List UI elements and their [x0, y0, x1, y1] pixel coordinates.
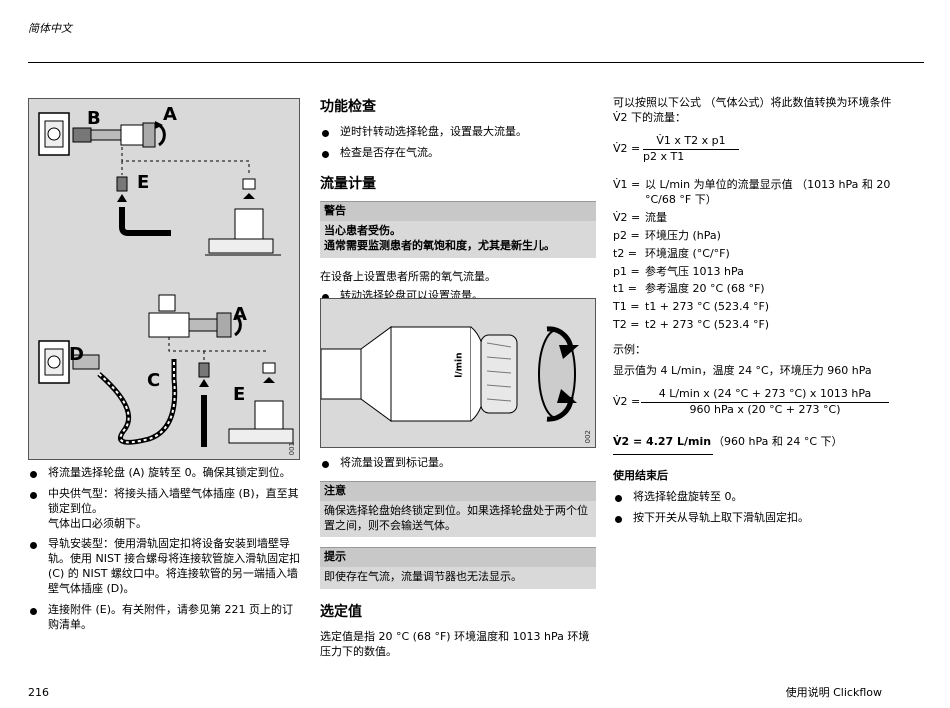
end-of-use-heading: 使用结束后	[613, 469, 668, 483]
legend-row: V̇2 =流量	[613, 211, 667, 225]
installation-illustration	[38, 112, 294, 447]
label-d: D	[69, 344, 84, 365]
manual-title: 使用说明 Clickflow	[785, 686, 882, 699]
example-denominator: 960 hPa x (20 °C + 273 °C)	[689, 402, 841, 416]
setup-step-3: 导轨安装型：使用滑轨固定扣将设备安装到墙壁导轨。使用 NIST 接合螺母将连接软…	[28, 537, 304, 596]
setup-column: 将流量选择轮盘 (A) 旋转至 0。确保其锁定到位。 中央供气型：将接头插入墙壁…	[28, 466, 304, 638]
legend-row: T1 =t1 + 273 °C (523.4 °F)	[613, 300, 770, 314]
label-c: C	[147, 370, 161, 391]
example-title: 示例：	[613, 342, 646, 356]
label-e-bottom: E	[233, 384, 246, 405]
label-a-top: A	[163, 104, 177, 125]
legend-row: p2 =环境压力 (hPa)	[613, 228, 721, 242]
tip-box: 提示 即使存在气流，流量调节器也无法显示。	[320, 547, 596, 590]
example-formula: V̇2 = 4 L/min x (24 °C + 273 °C) x 1013 …	[613, 387, 893, 418]
setup-step-1: 将流量选择轮盘 (A) 旋转至 0。确保其锁定到位。	[28, 466, 304, 481]
legend-row: T2 =t2 + 273 °C (523.4 °F)	[613, 318, 770, 332]
setup-step-4: 连接附件 (E)。有关附件，请参见第 221 页上的订购清单。	[28, 603, 304, 633]
label-b: B	[87, 108, 101, 129]
legend-row: t1 =参考温度 20 °C (68 °F)	[613, 282, 765, 296]
formula-intro: 可以按照以下公式 （气体公式）将此数值转换为环境条件 V̇2 下的流量：	[613, 96, 892, 124]
function-check-heading: 功能检查	[320, 99, 376, 115]
tip-title: 提示	[320, 548, 596, 568]
header-rule	[28, 62, 924, 63]
warning-line-2: 通常需要监测患者的氧饱和度，尤其是新生儿。	[324, 239, 555, 253]
gas-formula: V̇2 = V̇1 x T2 x p1 p2 x T1	[613, 134, 893, 165]
formula-lhs: V̇2 =	[613, 141, 641, 155]
tip-body: 即使存在气流，流量调节器也无法显示。	[324, 570, 522, 584]
formula-numerator: V̇1 x T2 x p1	[656, 133, 726, 147]
example-numerator: 4 L/min x (24 °C + 273 °C) x 1013 hPa	[658, 386, 872, 400]
settings-column: 将流量设置到标记量。 注意 确保选择轮盘始终锁定到位。如果选择轮盘处于两个位置之…	[320, 456, 596, 660]
function-check-item-2: 检查是否存在气流。	[320, 146, 596, 161]
function-column: 功能检查 逆时针转动选择轮盘，设置最大流量。 检查是否存在气流。 流量计量 警告…	[320, 98, 596, 310]
warning-line-1: 当心患者受伤。	[324, 224, 401, 238]
figure-code: 001	[287, 441, 296, 455]
label-a-mid: A	[233, 304, 247, 325]
legend-row: p1 =参考气压 1013 hPa	[613, 264, 744, 278]
end-item-1: 将选择轮盘旋转至 0。	[613, 490, 893, 505]
set-marker-item: 将流量设置到标记量。	[320, 456, 596, 471]
result-row: V̇2 = 4.27 L/min （960 hPa 和 24 °C 下）	[613, 435, 893, 456]
installation-figure: A B E A D C E 001	[28, 98, 300, 460]
knob-unit-label: l/min	[454, 352, 465, 378]
legend-row: t2 =环境温度 (°C/°F)	[613, 246, 730, 260]
page-number: 216	[28, 686, 49, 699]
end-item-2: 按下开关从导轨上取下滑轨固定扣。	[613, 511, 893, 526]
formula-line	[643, 148, 739, 150]
set-value-heading: 选定值	[320, 604, 362, 621]
label-e-top: E	[137, 172, 150, 193]
knob-figure-code: 002	[583, 429, 592, 443]
example-line	[641, 401, 889, 403]
knob-illustration	[320, 326, 579, 422]
setup-step-2: 中央供气型：将接头插入墙壁气体插座 (B)，直至其锁定到位。 气体出口必须朝下。	[28, 487, 304, 532]
knob-figure: l/min 002	[320, 298, 596, 448]
formula-legend: V̇1 =以 L/min 为单位的流量显示值 （1013 hPa 和 20 °C…	[613, 178, 893, 333]
note-body: 确保选择轮盘始终锁定到位。如果选择轮盘处于两个位置之间，则不会输送气体。	[324, 503, 588, 532]
document-language: 简体中文	[28, 22, 72, 35]
note-title: 注意	[320, 481, 596, 501]
warning-title: 警告	[320, 202, 596, 222]
set-value-text: 选定值是指 20 °C (68 °F) 环境温度和 1013 hPa 环境压力下…	[320, 629, 590, 658]
flow-text: 在设备上设置患者所需的氧气流量。	[320, 270, 496, 283]
legend-row: V̇1 =以 L/min 为单位的流量显示值 （1013 hPa 和 20 °C…	[613, 178, 891, 207]
example-text: 显示值为 4 L/min，温度 24 °C，环境压力 960 hPa	[613, 363, 872, 377]
flow-heading: 流量计量	[320, 175, 376, 192]
result-condition: （960 hPa 和 24 °C 下）	[713, 435, 843, 449]
note-box: 注意 确保选择轮盘始终锁定到位。如果选择轮盘处于两个位置之间，则不会输送气体。	[320, 480, 596, 538]
example-lhs: V̇2 =	[613, 394, 641, 408]
formula-column: 可以按照以下公式 （气体公式）将此数值转换为环境条件 V̇2 下的流量： V̇2…	[613, 96, 893, 532]
result-value: V̇2 = 4.27 L/min	[613, 435, 713, 456]
warning-box: 警告 当心患者受伤。 通常需要监测患者的氧饱和度，尤其是新生儿。	[320, 201, 596, 258]
function-check-item-1: 逆时针转动选择轮盘，设置最大流量。	[320, 125, 596, 140]
formula-denominator: p2 x T1	[643, 149, 685, 163]
